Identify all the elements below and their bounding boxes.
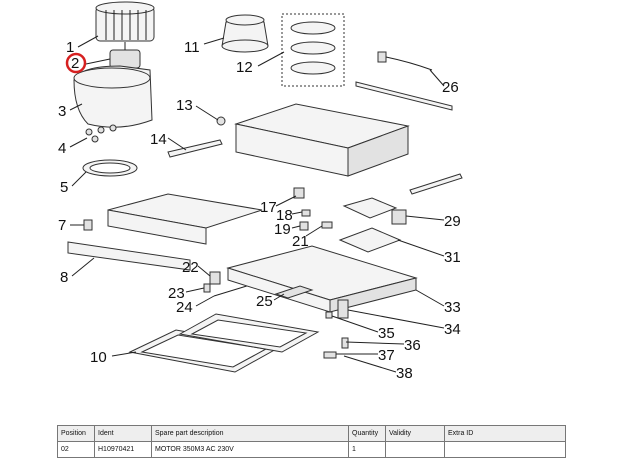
part-light-frame[interactable] <box>107 193 263 245</box>
callout-34[interactable]: 34 <box>444 321 461 338</box>
callout-26[interactable]: 26 <box>442 79 459 96</box>
cell-ident: H10970421 <box>94 441 152 458</box>
table-header-row: Position Ident Spare part description Qu… <box>57 425 566 442</box>
header-extra-id: Extra ID <box>444 425 566 442</box>
part-lamp-lens[interactable] <box>274 285 314 299</box>
callout-labels: 1 2 3 4 5 7 8 10 11 12 13 14 17 18 19 21… <box>58 39 461 382</box>
callout-22[interactable]: 22 <box>182 259 199 276</box>
part-pcb[interactable] <box>338 227 402 253</box>
table-row[interactable]: 02 H10970421 MOTOR 350M3 AC 230V 1 <box>57 441 566 458</box>
callout-4[interactable]: 4 <box>58 140 66 157</box>
part-motor[interactable] <box>109 42 141 69</box>
callout-29[interactable]: 29 <box>444 213 461 230</box>
highlight-circle <box>65 52 87 74</box>
callout-1[interactable]: 1 <box>66 39 74 56</box>
part-switch[interactable] <box>299 221 309 231</box>
part-lamp-holder[interactable] <box>293 187 305 199</box>
part-front-trim[interactable] <box>67 241 191 271</box>
part-fastener[interactable] <box>323 351 337 359</box>
callout-36[interactable]: 36 <box>404 337 421 354</box>
cell-quantity: 1 <box>348 441 386 458</box>
callout-21[interactable]: 21 <box>292 233 309 250</box>
callout-10[interactable]: 10 <box>90 349 107 366</box>
part-bracket[interactable] <box>83 219 93 231</box>
callout-8[interactable]: 8 <box>60 269 68 286</box>
callout-23[interactable]: 23 <box>168 285 185 302</box>
callout-7[interactable]: 7 <box>58 217 66 234</box>
exploded-parts-diagram: 1 2 3 4 5 7 8 10 11 12 13 14 17 18 19 21… <box>58 1 463 382</box>
callout-5[interactable]: 5 <box>60 179 68 196</box>
part-connector[interactable] <box>301 209 311 217</box>
callout-33[interactable]: 33 <box>444 299 461 316</box>
cell-validity <box>385 441 445 458</box>
part-non-return-valve[interactable] <box>281 13 345 87</box>
callout-37[interactable]: 37 <box>378 347 395 364</box>
part-duct-collar[interactable] <box>221 14 269 53</box>
part-main-housing[interactable] <box>234 103 410 177</box>
callout-17[interactable]: 17 <box>260 199 277 216</box>
part-spring[interactable] <box>341 337 349 349</box>
callout-38[interactable]: 38 <box>396 365 413 382</box>
part-side-rail[interactable] <box>409 173 463 195</box>
callout-19[interactable]: 19 <box>274 221 291 238</box>
callout-11[interactable]: 11 <box>184 39 200 56</box>
part-clip[interactable] <box>216 116 226 126</box>
part-blower-wheel[interactable] <box>95 1 155 42</box>
cell-description: MOTOR 350M3 AC 230V <box>151 441 349 458</box>
part-seal-ring[interactable] <box>82 159 138 177</box>
callout-14[interactable]: 14 <box>150 131 167 148</box>
spare-parts-table: Position Ident Spare part description Qu… <box>57 425 566 458</box>
part-terminal[interactable] <box>321 221 333 229</box>
cell-position: 02 <box>57 441 95 458</box>
part-hinge[interactable] <box>209 271 221 285</box>
header-quantity: Quantity <box>348 425 386 442</box>
callout-13[interactable]: 13 <box>176 97 193 114</box>
callout-24[interactable]: 24 <box>176 299 193 316</box>
callout-12[interactable]: 12 <box>236 59 253 76</box>
callout-35[interactable]: 35 <box>378 325 395 342</box>
part-latch[interactable] <box>325 311 333 319</box>
header-description: Spare part description <box>151 425 349 442</box>
callout-18[interactable]: 18 <box>276 207 293 224</box>
part-power-cable[interactable] <box>377 51 433 71</box>
part-filter-frame-upper[interactable] <box>178 313 320 353</box>
part-scroll-housing[interactable] <box>73 65 153 128</box>
leader-lines <box>69 35 445 373</box>
callout-2[interactable]: 2 <box>71 55 79 72</box>
part-end-cap[interactable] <box>337 299 349 319</box>
part-rod[interactable] <box>213 284 251 297</box>
callout-25[interactable]: 25 <box>256 293 273 310</box>
part-feet[interactable] <box>85 124 117 143</box>
header-validity: Validity <box>385 425 445 442</box>
cell-extra-id <box>444 441 566 458</box>
part-bottom-tray[interactable] <box>226 245 418 313</box>
callout-31[interactable]: 31 <box>444 249 461 266</box>
callout-3[interactable]: 3 <box>58 103 66 120</box>
part-top-strip[interactable] <box>355 81 453 111</box>
part-control-board[interactable] <box>342 197 407 225</box>
header-ident: Ident <box>94 425 152 442</box>
part-rail[interactable] <box>167 139 223 158</box>
part-small-clip[interactable] <box>203 283 211 293</box>
header-position: Position <box>57 425 95 442</box>
